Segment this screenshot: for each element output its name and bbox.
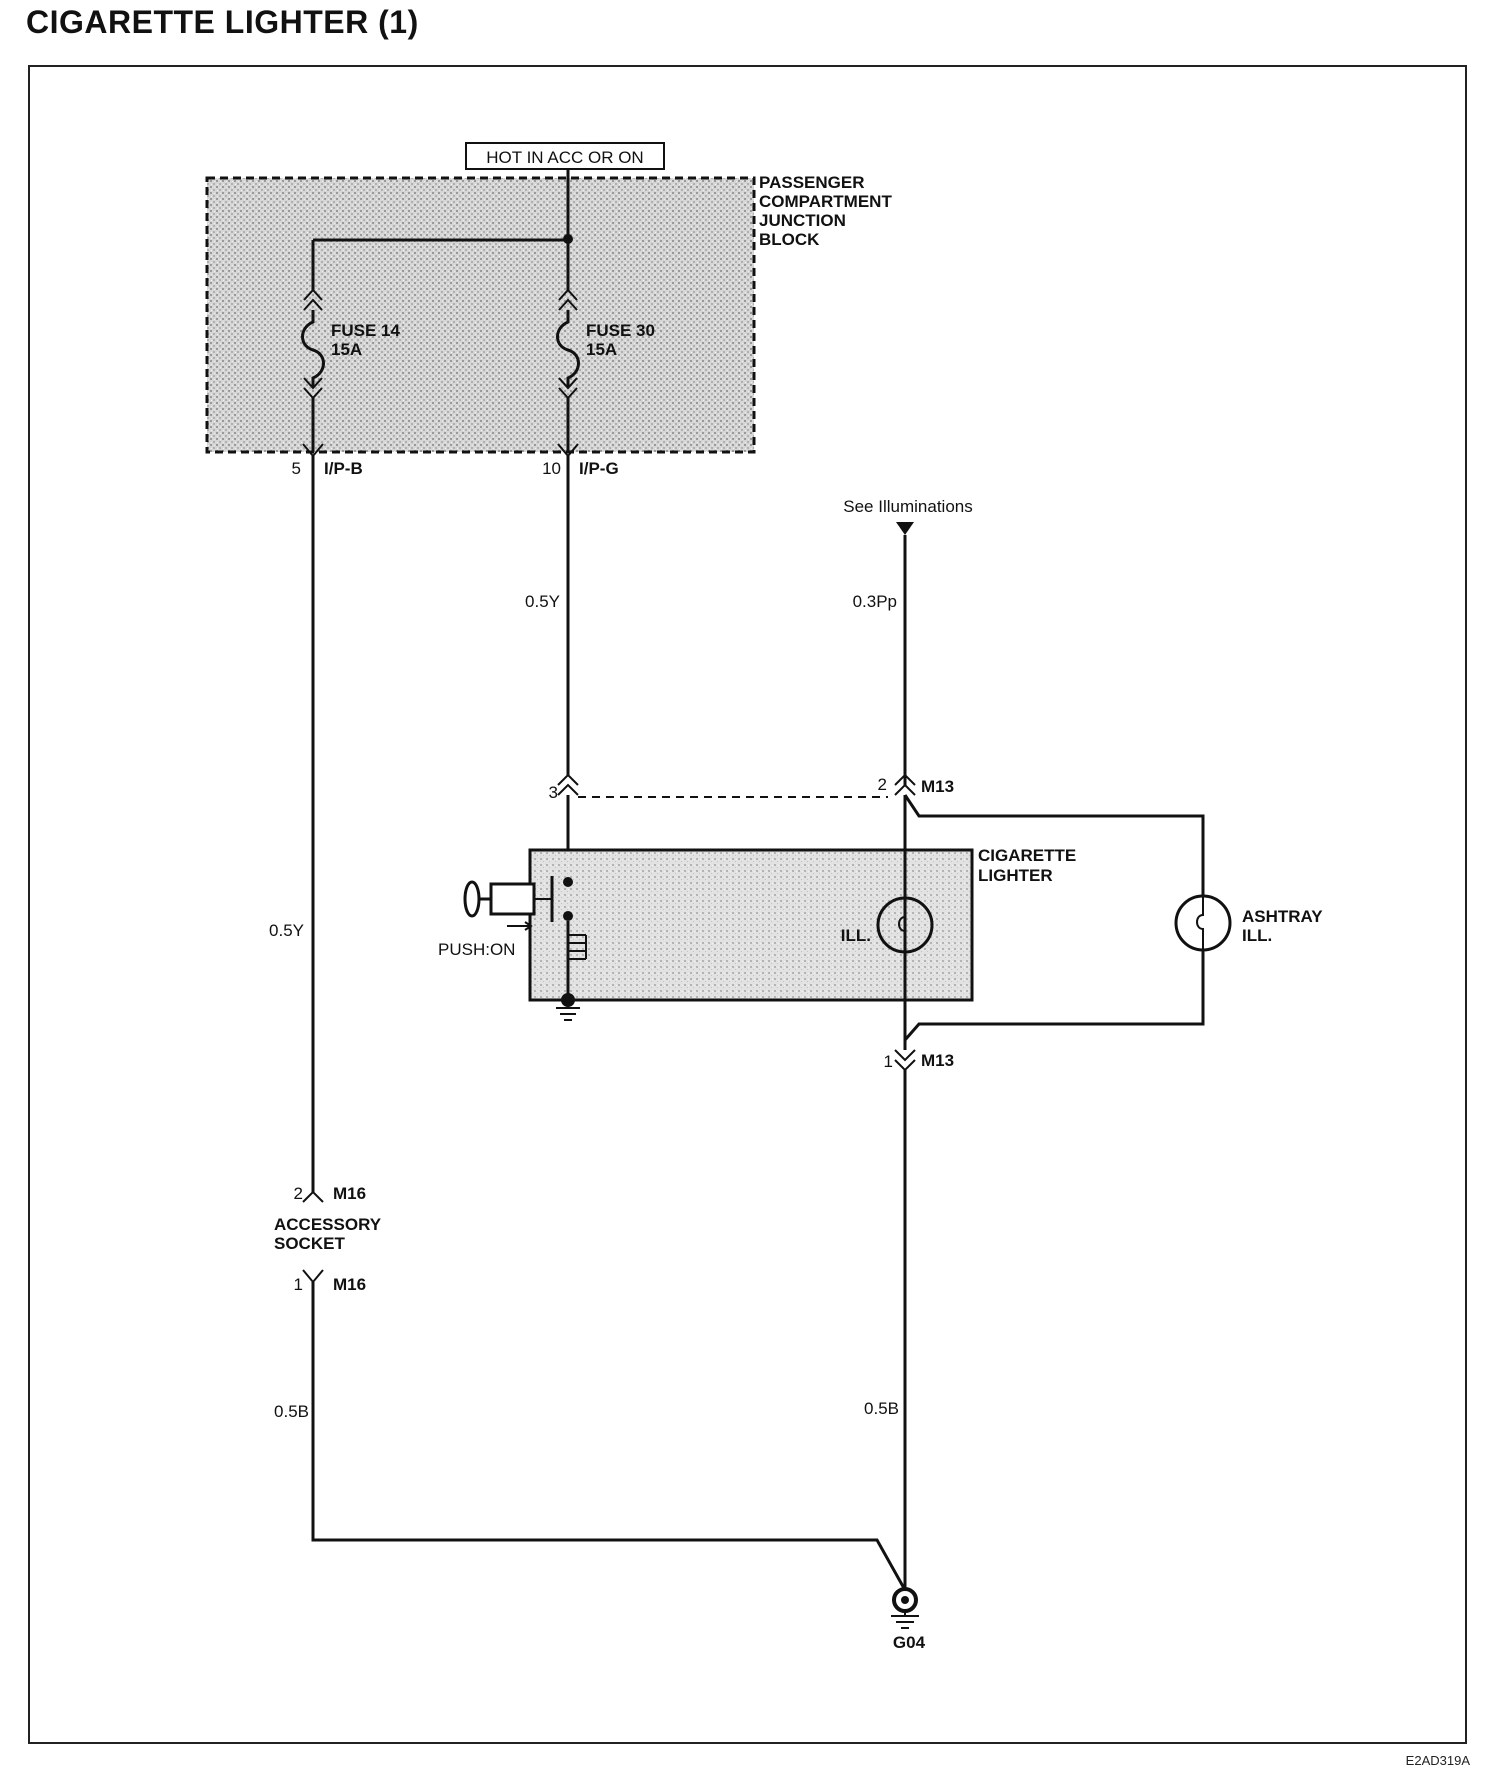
power-source-text: HOT IN ACC OR ON: [486, 148, 643, 167]
power-source-label: HOT IN ACC OR ON: [465, 142, 665, 170]
wire-ashtray-feed: [903, 794, 1205, 896]
junction-block-label-3: JUNCTION: [759, 211, 846, 230]
connector-m16-pin1: 1 M16: [294, 1269, 366, 1294]
junction-block-label-4: BLOCK: [759, 230, 820, 249]
connector-m13-pin3: 3: [549, 773, 579, 852]
lighter-label-1: CIGARETTE: [978, 846, 1076, 865]
illumination-arrow: [896, 522, 914, 535]
ashtray-label-1: ASHTRAY: [1242, 907, 1323, 926]
fuse30-name: FUSE 30: [586, 321, 655, 340]
wire-label-socket-ground: 0.5B: [274, 1402, 309, 1421]
m13-pin3-label: 3: [549, 783, 558, 802]
ip-b-id: I/P-B: [324, 459, 363, 478]
ip-g-id: I/P-G: [579, 459, 619, 478]
wire-label-lighter-ground: 0.5B: [864, 1399, 899, 1418]
lighter-heating-element: [556, 921, 587, 1021]
junction-block-label-1: PASSENGER: [759, 173, 865, 192]
ip-b-pin: 5: [292, 459, 301, 478]
ip-g-pin: 10: [542, 459, 561, 478]
ground-label: G04: [893, 1633, 926, 1652]
m13-pin2-label: 2: [878, 775, 887, 794]
connector-ip-g: 10 I/P-G: [542, 443, 619, 478]
accessory-socket: ACCESSORY SOCKET: [274, 1215, 382, 1253]
m13-bottom-id: M13: [921, 1051, 954, 1070]
wire-socket-ground: [311, 1282, 907, 1591]
lighter-label-2: LIGHTER: [978, 866, 1053, 885]
diagram-frame: [28, 65, 1467, 1744]
fuse-30: FUSE 30 15A: [556, 288, 655, 452]
lighter-lamp-label: ILL.: [841, 926, 871, 945]
ashtray-lamp: ASHTRAY ILL.: [1174, 894, 1323, 952]
socket-label-2: SOCKET: [274, 1234, 345, 1253]
junction-block-label-2: COMPARTMENT: [759, 192, 892, 211]
connector-m13-pin2: 2 M13: [878, 773, 954, 796]
cigarette-lighter: CIGARETTE LIGHTER: [528, 846, 1076, 1002]
connector-m16-pin2: 2 M16: [294, 1184, 367, 1203]
socket-label-1: ACCESSORY: [274, 1215, 382, 1234]
m16-top-id: M16: [333, 1184, 366, 1203]
wire-ashtray-return: [903, 950, 1205, 1041]
document-code: E2AD319A: [1405, 1753, 1470, 1768]
ground-g04: G04: [891, 1587, 926, 1652]
junction-block: PASSENGER COMPARTMENT JUNCTION BLOCK: [205, 173, 892, 454]
m13-pin1-label: 1: [884, 1052, 893, 1071]
wire-label-fuse14: 0.5Y: [269, 921, 304, 940]
fuse14-rating: 15A: [331, 340, 362, 359]
lighter-switch: PUSH:ON: [438, 876, 573, 959]
illumination-reference: See Illuminations: [843, 497, 972, 516]
page-title: CIGARETTE LIGHTER (1): [26, 4, 419, 40]
fuse14-name: FUSE 14: [331, 321, 401, 340]
m13-top-id: M13: [921, 777, 954, 796]
fuse-14: FUSE 14 15A: [301, 288, 401, 452]
wire-label-illum: 0.3Pp: [853, 592, 897, 611]
m16-pin1-label: 1: [294, 1275, 303, 1294]
switch-label: PUSH:ON: [438, 940, 515, 959]
m16-pin2-label: 2: [294, 1184, 303, 1203]
bus-splice-dot: [563, 234, 573, 244]
ashtray-label-2: ILL.: [1242, 926, 1272, 945]
connector-m13-pin1: 1 M13: [884, 1049, 954, 1072]
fuse30-rating: 15A: [586, 340, 617, 359]
lighter-lamp: ILL.: [841, 896, 934, 954]
m16-bottom-id: M16: [333, 1275, 366, 1294]
wire-label-fuse30: 0.5Y: [525, 592, 560, 611]
